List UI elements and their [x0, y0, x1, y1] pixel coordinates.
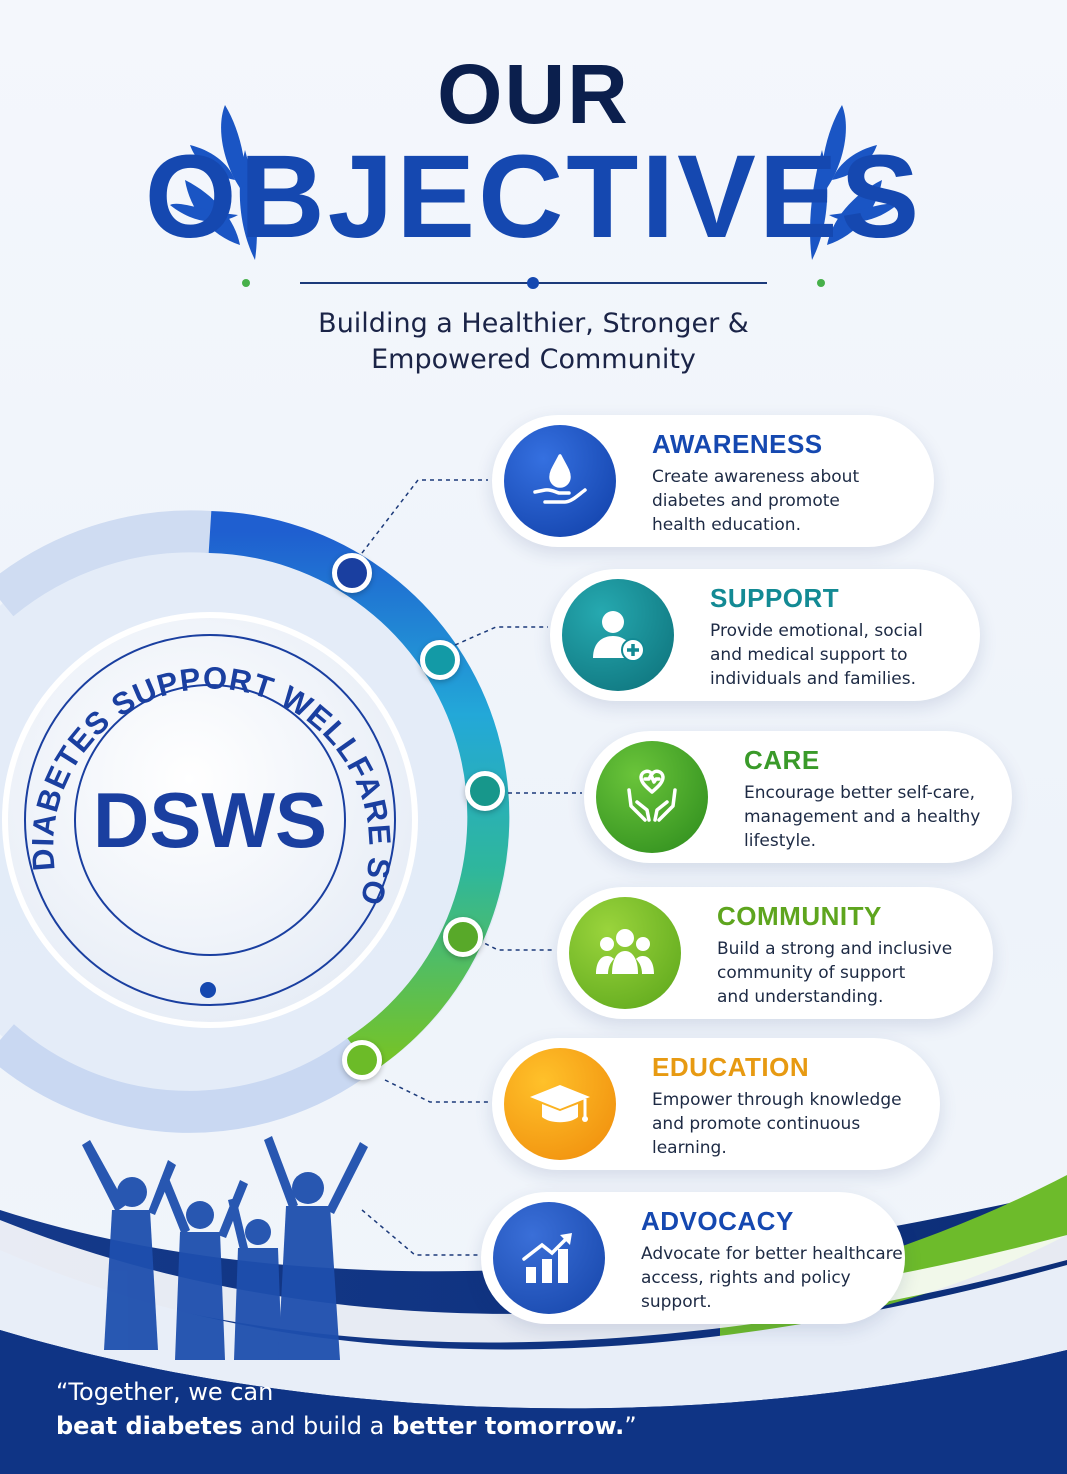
objective-description-line: lifestyle. — [744, 831, 817, 851]
emblem-abbr: DSWS — [93, 776, 327, 864]
objective-title: ADVOCACY — [641, 1206, 794, 1236]
objective-description: Build a strong and inclusive community of… — [717, 937, 1017, 1009]
objective-description-line: individuals and families. — [710, 669, 917, 689]
objective-card-care: CARE Encourage better self-care, managemen… — [584, 731, 1012, 863]
arc-node-awareness — [332, 553, 372, 593]
arc-node-support — [420, 640, 460, 680]
objective-description-line: and understanding. — [717, 987, 884, 1007]
objective-description: Create awareness about diabetes and promo… — [652, 465, 952, 537]
objective-description-line: access, rights and policy — [641, 1268, 851, 1288]
objective-title: CARE — [744, 745, 820, 775]
quote-bold-2: better tomorrow. — [391, 1412, 625, 1440]
quote-line-1: “Together, we can — [56, 1378, 274, 1406]
objective-description-line: community of support — [717, 963, 906, 983]
user-plus-icon — [562, 579, 674, 691]
quote-bold-1: beat diabetes — [56, 1412, 243, 1440]
objective-description: Encourage better self-care, management an… — [744, 781, 1044, 853]
objective-description-line: support. — [641, 1292, 712, 1312]
quote-line-2: beat diabetes and build a better tomorro… — [56, 1412, 637, 1440]
arc-node-education — [342, 1040, 382, 1080]
objective-title: EDUCATION — [652, 1052, 810, 1082]
objective-card-awareness: AWARENESS Create awareness about diabetes … — [492, 415, 934, 547]
objective-description-line: Encourage better self-care, — [744, 783, 976, 803]
subtitle: Building a Healthier, Stronger & Empower… — [0, 306, 1067, 378]
hands-heart-icon — [596, 741, 708, 853]
objective-description-line: health education. — [652, 515, 801, 535]
objective-description: Provide emotional, social and medical sup… — [710, 619, 1010, 691]
arc-node-care — [465, 771, 505, 811]
objective-description-line: learning. — [652, 1138, 727, 1158]
graduation-cap-icon — [504, 1048, 616, 1160]
subtitle-line-2: Empowered Community — [371, 344, 696, 375]
quote-mid: and build a — [242, 1412, 392, 1440]
page-title: OBJECTIVES — [144, 131, 923, 263]
objective-card-education: EDUCATION Empower through knowledge and pr… — [492, 1038, 940, 1170]
objective-description-line: and promote continuous — [652, 1114, 861, 1134]
objective-card-support: SUPPORT Provide emotional, social and medi… — [550, 569, 980, 701]
objective-description: Empower through knowledge and promote con… — [652, 1088, 952, 1160]
objective-description-line: Create awareness about — [652, 467, 860, 487]
objective-description-line: Provide emotional, social — [710, 621, 923, 641]
objective-card-advocacy: ADVOCACY Advocate for better healthcare ac… — [481, 1192, 905, 1324]
quote-end: ” — [624, 1412, 637, 1440]
objective-title: AWARENESS — [652, 429, 823, 459]
objective-card-community: COMMUNITY Build a strong and inclusive com… — [557, 887, 993, 1019]
people-group-icon — [569, 897, 681, 1009]
arc-node-community — [443, 917, 483, 957]
objective-description-line: Build a strong and inclusive — [717, 939, 953, 959]
objective-description-line: Advocate for better healthcare — [641, 1244, 903, 1264]
title-line-1: OUR — [437, 47, 630, 141]
objective-description-line: management and a healthy — [744, 807, 981, 827]
dsws-emblem: DIABETES SUPPORT WELLFARE SOCIETY — [0, 610, 418, 1028]
objective-title: SUPPORT — [710, 583, 840, 613]
objective-description-line: Empower through knowledge — [652, 1090, 902, 1110]
objective-description: Advocate for better healthcare access, ri… — [641, 1242, 941, 1314]
growth-chart-icon — [493, 1202, 605, 1314]
water-drop-hand-icon — [504, 425, 616, 537]
objective-title: COMMUNITY — [717, 901, 882, 931]
objective-description-line: and medical support to — [710, 645, 908, 665]
objective-description-line: diabetes and promote — [652, 491, 840, 511]
subtitle-line-1: Building a Healthier, Stronger & — [318, 308, 749, 339]
